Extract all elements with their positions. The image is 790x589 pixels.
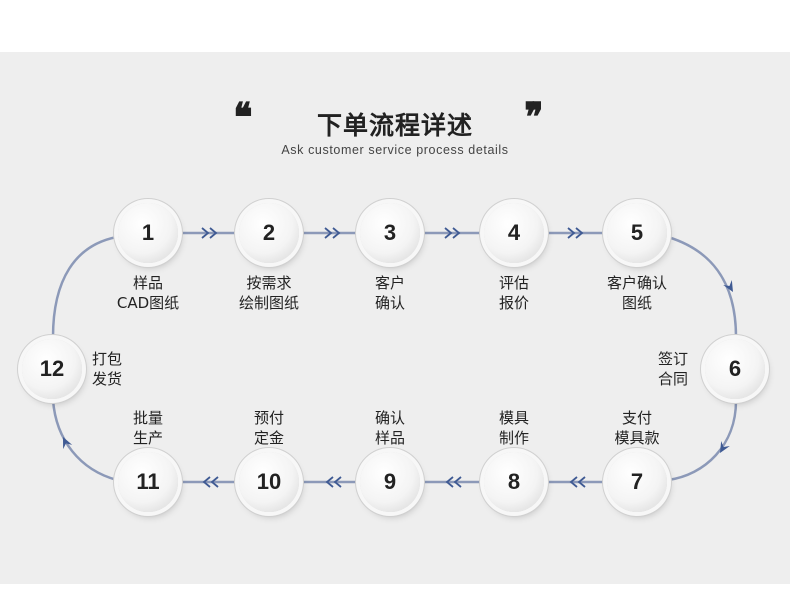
connector-5-6	[667, 235, 738, 338]
step-7-label: 支付 模具款	[582, 408, 692, 448]
step-5-label: 客户确认 图纸	[582, 273, 692, 313]
step-11-circle: 11	[118, 452, 178, 512]
chevron-arrow-icon-top-1	[201, 227, 218, 239]
step-5-label-line-2: 图纸	[621, 294, 652, 312]
step-5-label-line-1: 客户确认	[606, 274, 667, 292]
step-10-label: 预付 定金	[214, 408, 324, 448]
step-6-circle: 6	[705, 339, 765, 399]
chevron-arrow-icon-top-3	[444, 227, 461, 239]
chevron-arrow-icon-bottom-3	[325, 476, 342, 488]
step-11-label-line-2: 生产	[132, 429, 163, 447]
step-4-label: 评估 报价	[459, 273, 569, 313]
step-3-label-line-1: 客户	[374, 274, 405, 292]
step-8-label-line-2: 制作	[498, 429, 529, 447]
step-10-circle: 10	[239, 452, 299, 512]
chevron-arrow-icon-bottom-2	[445, 476, 462, 488]
step-2-circle: 2	[239, 203, 299, 263]
step-1-label: 样品 CAD图纸	[93, 273, 203, 313]
step-5-circle: 5	[607, 203, 667, 263]
step-12-label-line-2: 发货	[92, 370, 123, 388]
step-1-label-line-1: 样品	[132, 274, 163, 292]
curve-arrowhead-icon-5-6	[723, 279, 733, 292]
step-1-label-line-2: CAD图纸	[116, 294, 180, 312]
step-9-label-line-2: 样品	[374, 429, 405, 447]
step-9-label: 确认 样品	[335, 408, 445, 448]
step-6-label-line-1: 签订	[658, 350, 689, 368]
chevron-arrow-icon-bottom-4	[202, 476, 219, 488]
connector-12-1	[51, 235, 118, 338]
chevron-arrow-icon-top-2	[324, 227, 341, 239]
step-8-circle: 8	[484, 452, 544, 512]
step-8-label: 模具 制作	[459, 408, 569, 448]
step-7-circle: 7	[607, 452, 667, 512]
connector-6-7	[667, 400, 738, 482]
step-11-label-line-1: 批量	[132, 409, 163, 427]
step-7-label-line-2: 模具款	[614, 429, 660, 447]
step-10-label-line-2: 定金	[253, 429, 284, 447]
step-10-label-line-1: 预付	[253, 409, 284, 427]
page-title: 下单流程详述	[316, 111, 473, 140]
step-3-label: 客户 确认	[335, 273, 445, 313]
step-4-circle: 4	[484, 203, 544, 263]
curve-arrowhead-icon-6-7	[720, 440, 730, 453]
step-11-label: 批量 生产	[93, 408, 203, 448]
step-3-label-line-2: 确认	[374, 294, 405, 312]
step-4-label-line-2: 报价	[498, 294, 529, 312]
step-4-label-line-1: 评估	[498, 274, 529, 292]
step-12-label-line-1: 打包	[92, 350, 123, 368]
step-7-label-line-1: 支付	[621, 409, 652, 427]
step-2-label-line-2: 绘制图纸	[238, 294, 299, 312]
step-9-label-line-1: 确认	[374, 409, 405, 427]
step-6-label: 签订 合同	[658, 349, 708, 389]
step-9-circle: 9	[360, 452, 420, 512]
step-6-label-line-2: 合同	[658, 370, 689, 388]
chevron-arrow-icon-top-4	[567, 227, 584, 239]
step-8-label-line-1: 模具	[498, 409, 529, 427]
curve-arrowhead-icon-11-12	[63, 437, 73, 450]
connector-11-12	[51, 399, 118, 482]
page-subtitle: Ask customer service process details	[281, 143, 509, 157]
step-12-circle: 12	[22, 339, 82, 399]
step-1-circle: 1	[118, 203, 178, 263]
step-12-label: 打包 发货	[92, 349, 142, 389]
step-2-label-line-1: 按需求	[246, 274, 292, 292]
step-3-circle: 3	[360, 203, 420, 263]
step-2-label: 按需求 绘制图纸	[214, 273, 324, 313]
chevron-arrow-icon-bottom-1	[569, 476, 586, 488]
